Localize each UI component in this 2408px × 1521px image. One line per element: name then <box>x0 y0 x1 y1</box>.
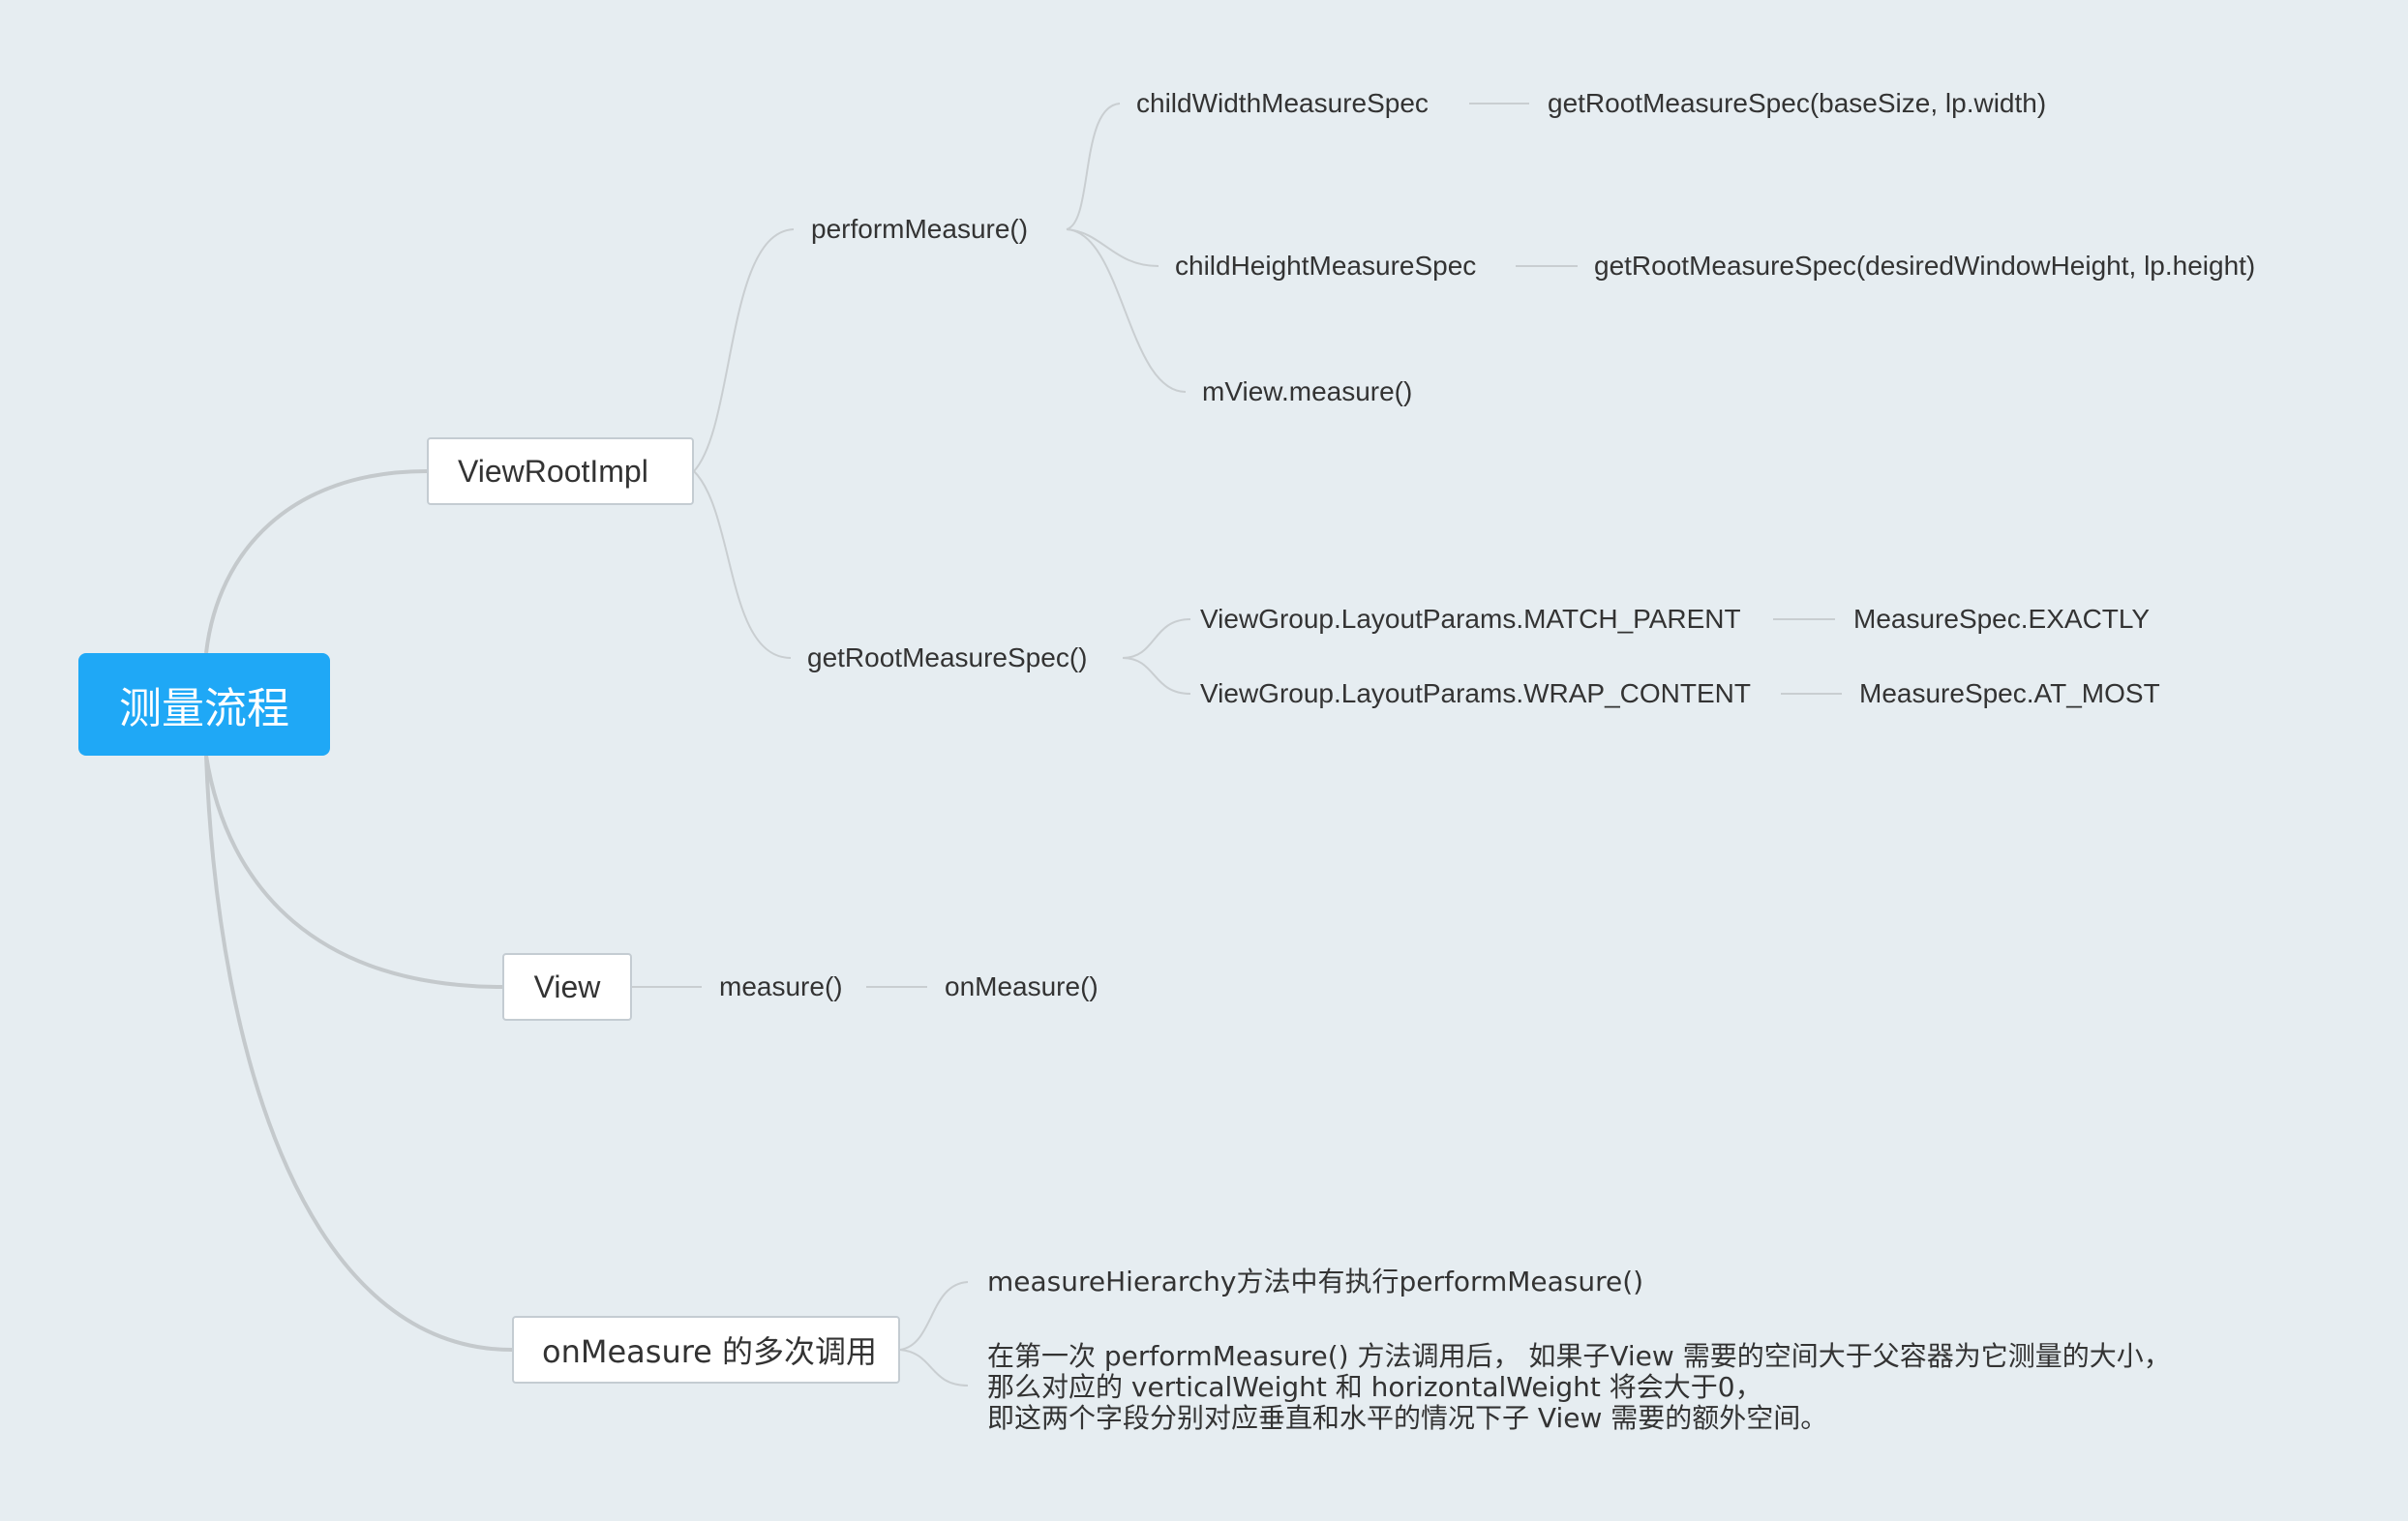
link-multicall-note2 <box>899 1349 969 1387</box>
topic-measurespec-at-most[interactable]: MeasureSpec.AT_MOST <box>1859 678 2160 708</box>
link-viewrootimpl-performmeasure <box>693 228 795 472</box>
topic-wrap-content[interactable]: ViewGroup.LayoutParams.WRAP_CONTENT <box>1200 678 1751 708</box>
link-pm-childheight <box>1066 228 1159 267</box>
note-line: 即这两个字段分别对应垂直和水平的情况下子 View 需要的额外空间。 <box>987 1402 1828 1434</box>
topic-performmeasure[interactable]: performMeasure() <box>811 214 1029 244</box>
link-root-view <box>204 755 503 989</box>
topic-viewrootimpl-label: ViewRootImpl <box>458 453 648 489</box>
link-viewrootimpl-getrootmeasurespec <box>693 470 792 659</box>
link-root-multicall <box>204 755 513 1352</box>
topic-viewrootimpl[interactable]: ViewRootImpl <box>427 437 694 505</box>
topic-measure[interactable]: measure() <box>719 971 843 1001</box>
topic-measurespec-exactly[interactable]: MeasureSpec.EXACTLY <box>1853 604 2151 634</box>
note-line: 在第一次 performMeasure() 方法调用后， 如果子View 需要的… <box>987 1340 2171 1372</box>
root-topic-label: 测量流程 <box>119 684 289 733</box>
topic-getrootmeasurespec[interactable]: getRootMeasureSpec() <box>807 642 1088 672</box>
topic-childheightmeasurespec[interactable]: childHeightMeasureSpec <box>1175 251 1477 281</box>
topic-match-parent[interactable]: ViewGroup.LayoutParams.MATCH_PARENT <box>1200 604 1741 634</box>
link-multicall-note1 <box>899 1281 969 1351</box>
link-grms-wrapcontent <box>1122 657 1191 695</box>
topic-onmeasure-multi-call[interactable]: onMeasure 的多次调用 <box>512 1316 900 1384</box>
link-pm-childwidth <box>1066 103 1121 230</box>
topic-childheight-value[interactable]: getRootMeasureSpec(desiredWindowHeight, … <box>1594 251 2256 281</box>
topic-onmeasure-multi-call-label: onMeasure 的多次调用 <box>542 1333 878 1370</box>
topic-view[interactable]: View <box>502 953 632 1021</box>
note-line: 那么对应的 verticalWeight 和 horizontalWeight … <box>987 1371 1762 1403</box>
topic-view-label: View <box>533 969 601 1004</box>
link-pm-mviewmeasure <box>1066 228 1187 393</box>
topic-childwidth-value[interactable]: getRootMeasureSpec(baseSize, lp.width) <box>1548 88 2047 118</box>
topic-childwidthmeasurespec[interactable]: childWidthMeasureSpec <box>1136 88 1429 118</box>
link-grms-matchparent <box>1122 618 1191 659</box>
topic-mview-measure[interactable]: mView.measure() <box>1202 376 1413 406</box>
link-root-viewrootimpl <box>204 469 428 654</box>
topic-onmeasure[interactable]: onMeasure() <box>945 971 1099 1001</box>
note-measure-hierarchy[interactable]: measureHierarchy方法中有执行performMeasure() <box>987 1266 1644 1297</box>
root-topic[interactable]: 测量流程 <box>78 653 330 756</box>
note-weight-explanation[interactable]: 在第一次 performMeasure() 方法调用后， 如果子View 需要的… <box>987 1341 2171 1434</box>
